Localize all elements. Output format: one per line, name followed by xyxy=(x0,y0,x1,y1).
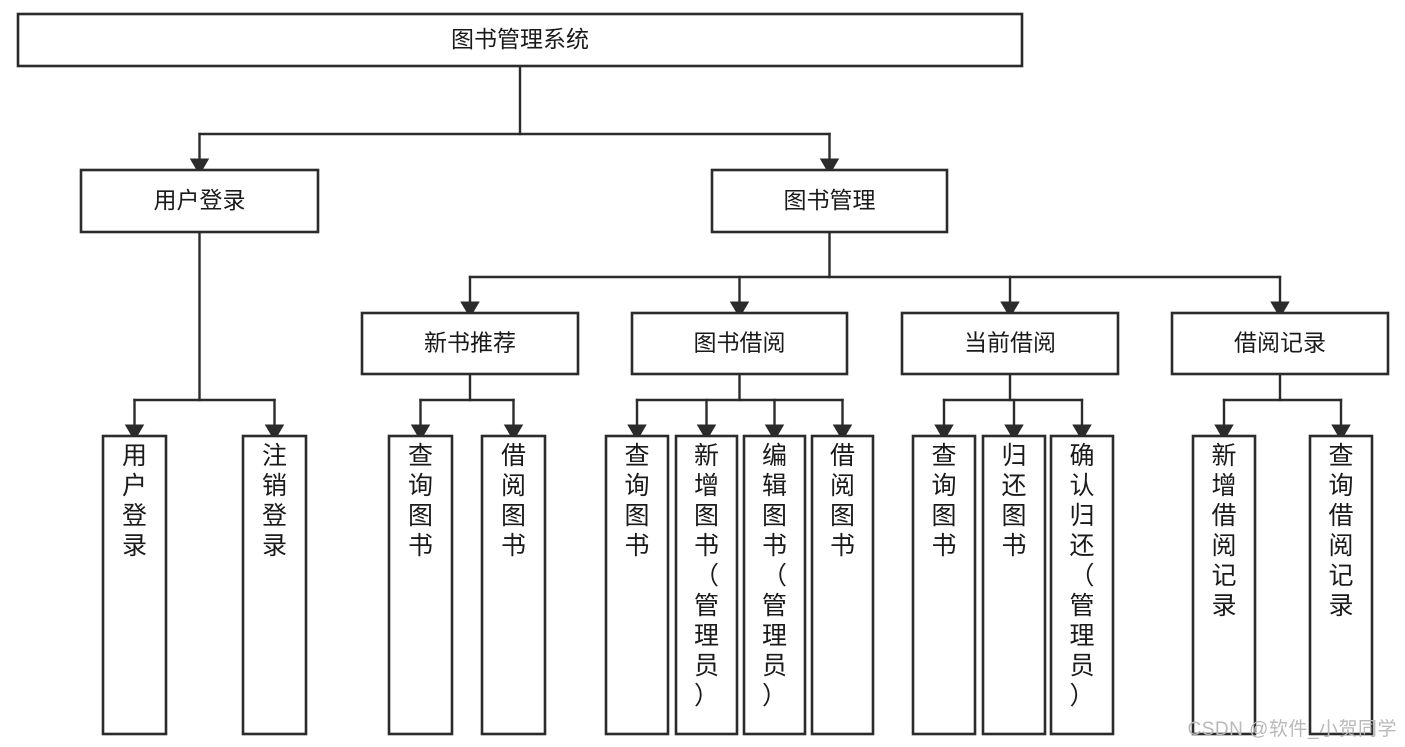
node-current-borrow-box xyxy=(900,311,1120,376)
node-leaf-add-book-box xyxy=(674,434,739,736)
node-leaf-confirm-return[interactable]: 确认归还（管理员） xyxy=(1049,434,1115,736)
node-leaf-user-login[interactable]: 用户登录 xyxy=(101,434,168,736)
node-leaf-query-book-3-label: 查询图书 xyxy=(931,442,956,560)
node-leaf-query-record[interactable]: 查询借阅记录 xyxy=(1308,434,1374,736)
node-leaf-borrow-book-1-box xyxy=(480,434,547,736)
node-leaf-logout[interactable]: 注销登录 xyxy=(241,434,308,736)
node-book-borrow-box xyxy=(630,311,849,376)
node-leaf-query-record-label: 查询借阅记录 xyxy=(1328,442,1353,620)
node-leaf-query-book-2[interactable]: 查询图书 xyxy=(604,434,670,736)
node-book-borrow-label: 图书借阅 xyxy=(694,330,786,356)
node-leaf-add-book-label: 新增图书（管理员） xyxy=(694,442,719,710)
node-leaf-borrow-book-1-label: 借阅图书 xyxy=(501,442,526,560)
node-leaf-query-book-1-box xyxy=(387,434,454,736)
node-leaf-confirm-return-box xyxy=(1049,434,1115,736)
node-book-manage-label: 图书管理 xyxy=(784,187,876,213)
node-borrow-record-box xyxy=(1170,311,1390,376)
node-leaf-return-book[interactable]: 归还图书 xyxy=(981,434,1047,736)
node-leaf-query-book-3[interactable]: 查询图书 xyxy=(911,434,977,736)
node-leaf-confirm-return-label: 确认归还（管理员） xyxy=(1069,442,1094,710)
node-root[interactable]: 图书管理系统 xyxy=(16,12,1024,68)
node-root-label: 图书管理系统 xyxy=(451,26,589,52)
node-book-borrow[interactable]: 图书借阅 xyxy=(630,311,849,376)
node-borrow-record-label: 借阅记录 xyxy=(1234,330,1326,356)
node-book-manage[interactable]: 图书管理 xyxy=(710,168,949,234)
node-book-manage-box xyxy=(710,168,949,234)
node-leaf-borrow-book-2-box xyxy=(810,434,875,736)
node-borrow-record[interactable]: 借阅记录 xyxy=(1170,311,1390,376)
node-current-borrow-label: 当前借阅 xyxy=(964,330,1056,356)
node-leaf-query-record-box xyxy=(1308,434,1374,736)
connector-layer xyxy=(124,64,1351,442)
node-leaf-add-record[interactable]: 新增借阅记录 xyxy=(1191,434,1257,736)
node-leaf-borrow-book-2-label: 借阅图书 xyxy=(830,442,855,560)
node-leaf-query-book-2-label: 查询图书 xyxy=(624,442,649,560)
node-leaf-query-book-1[interactable]: 查询图书 xyxy=(387,434,454,736)
node-layer: 图书管理系统用户登录图书管理新书推荐图书借阅当前借阅借阅记录用户登录注销登录查询… xyxy=(16,12,1390,736)
node-leaf-borrow-book-1[interactable]: 借阅图书 xyxy=(480,434,547,736)
node-leaf-edit-book[interactable]: 编辑图书（管理员） xyxy=(742,434,807,736)
watermark-text: CSDN @软件_小贺同学 xyxy=(1187,719,1397,740)
node-root-box xyxy=(16,12,1024,68)
node-leaf-logout-box xyxy=(241,434,308,736)
node-leaf-edit-book-box xyxy=(742,434,807,736)
node-leaf-borrow-book-2[interactable]: 借阅图书 xyxy=(810,434,875,736)
node-leaf-add-book[interactable]: 新增图书（管理员） xyxy=(674,434,739,736)
node-current-borrow[interactable]: 当前借阅 xyxy=(900,311,1120,376)
node-new-book-rec-box xyxy=(360,311,580,376)
node-new-book-rec-label: 新书推荐 xyxy=(424,330,516,356)
node-user-login-label: 用户登录 xyxy=(154,187,246,213)
node-user-login-box xyxy=(79,168,320,234)
node-leaf-user-login-box xyxy=(101,434,168,736)
node-leaf-add-record-box xyxy=(1191,434,1257,736)
node-leaf-user-login-label: 用户登录 xyxy=(122,442,147,560)
node-leaf-logout-label: 注销登录 xyxy=(262,442,287,560)
node-leaf-return-book-box xyxy=(981,434,1047,736)
node-leaf-query-book-2-box xyxy=(604,434,670,736)
node-leaf-query-book-3-box xyxy=(911,434,977,736)
node-leaf-edit-book-label: 编辑图书（管理员） xyxy=(762,442,787,710)
node-leaf-add-record-label: 新增借阅记录 xyxy=(1211,442,1236,620)
node-leaf-return-book-label: 归还图书 xyxy=(1001,442,1026,560)
node-leaf-query-book-1-label: 查询图书 xyxy=(408,442,433,560)
node-new-book-rec[interactable]: 新书推荐 xyxy=(360,311,580,376)
node-user-login[interactable]: 用户登录 xyxy=(79,168,320,234)
